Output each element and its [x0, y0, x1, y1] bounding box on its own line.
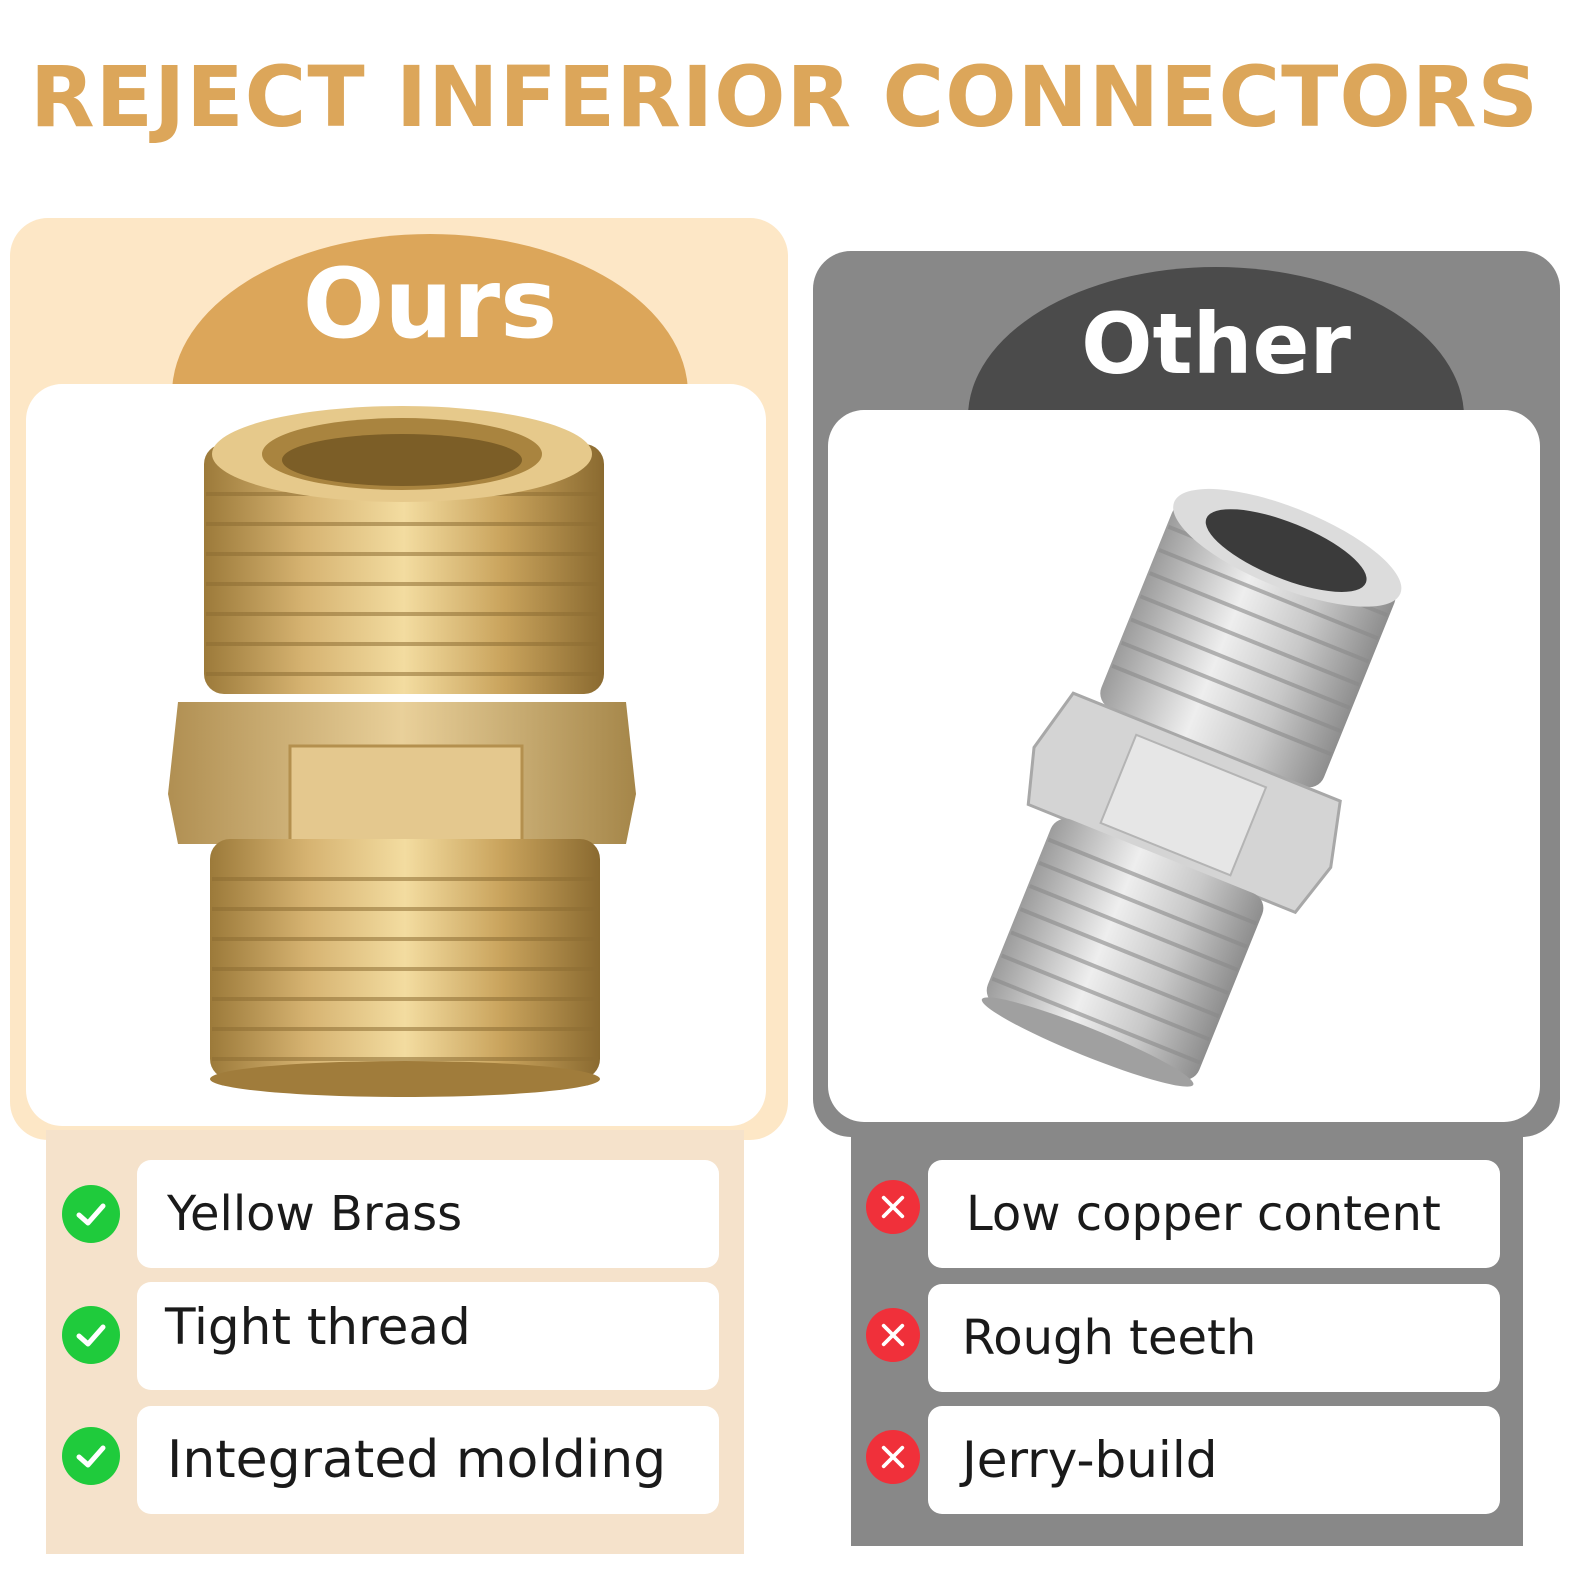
ours-feature-text: Yellow Brass: [167, 1186, 463, 1242]
other-feature-text: Low copper content: [966, 1186, 1441, 1242]
other-feature-row: Low copper content: [928, 1160, 1500, 1268]
other-feature-text: Rough teeth: [962, 1310, 1257, 1366]
other-feature-row: Jerry-build: [928, 1406, 1500, 1514]
check-icon: [62, 1427, 120, 1485]
ours-label: Ours: [302, 248, 558, 360]
headline: REJECT INFERIOR CONNECTORS: [29, 48, 1540, 146]
cross-icon: [866, 1308, 920, 1362]
cross-icon: [866, 1430, 920, 1484]
check-icon: [62, 1185, 120, 1243]
other-feature-row: Rough teeth: [928, 1284, 1500, 1392]
other-label: Other: [1081, 295, 1351, 393]
cross-icon: [866, 1180, 920, 1234]
ours-feature-row: Yellow Brass: [137, 1160, 719, 1268]
other-feature-text: Jerry-build: [962, 1431, 1218, 1489]
ours-feature-text: Tight thread: [165, 1298, 471, 1356]
other-product-image: [828, 410, 1540, 1122]
steel-connector-illustration: [981, 488, 1402, 1087]
ours-feature-row: Tight thread: [137, 1282, 719, 1390]
ours-feature-row: Integrated molding: [137, 1406, 719, 1514]
check-icon: [62, 1306, 120, 1364]
brass-connector-illustration: [168, 406, 636, 1097]
ours-feature-text: Integrated molding: [167, 1430, 667, 1490]
ours-product-image: [26, 384, 766, 1126]
